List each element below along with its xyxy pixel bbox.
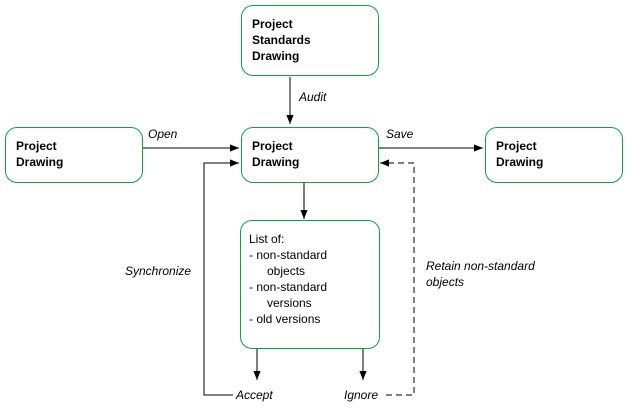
nonstandard-list-node: List of: - non-standard objects - non-st… <box>240 220 380 349</box>
list-heading: List of: <box>249 232 285 246</box>
node-line: Drawing <box>496 155 544 169</box>
node-line: Drawing <box>252 155 300 169</box>
saved-project-drawing-node: Project Drawing <box>485 127 623 183</box>
open-label: Open <box>148 127 178 141</box>
node-line: Drawing <box>252 49 300 63</box>
list-item-continuation: versions <box>267 296 312 310</box>
retain-label-line2: objects <box>426 275 465 289</box>
node-line: Project <box>496 139 537 153</box>
project-standards-drawing-node: Project Standards Drawing <box>241 5 379 76</box>
node-line: Project <box>252 17 293 31</box>
node-line: Project <box>16 139 57 153</box>
ignore-label: Ignore <box>344 388 379 402</box>
source-project-drawing-node: Project Drawing <box>5 127 143 183</box>
node-line: Project <box>252 139 293 153</box>
list-item: - non-standard <box>249 248 328 262</box>
node-line: Standards <box>252 33 311 47</box>
synchronize-label: Synchronize <box>125 264 192 278</box>
retain-label-line1: Retain non-standard <box>426 259 535 273</box>
synchronize-loop-arrow <box>203 159 239 396</box>
accept-label: Accept <box>236 388 273 402</box>
node-line: Drawing <box>16 155 64 169</box>
save-label: Save <box>386 127 414 141</box>
center-project-drawing-node: Project Drawing <box>241 127 379 183</box>
audit-label: Audit <box>299 90 327 104</box>
list-item-continuation: objects <box>267 264 306 278</box>
list-item: - non-standard <box>249 280 328 294</box>
list-item: - old versions <box>249 312 321 326</box>
retain-loop-arrow <box>380 159 415 396</box>
